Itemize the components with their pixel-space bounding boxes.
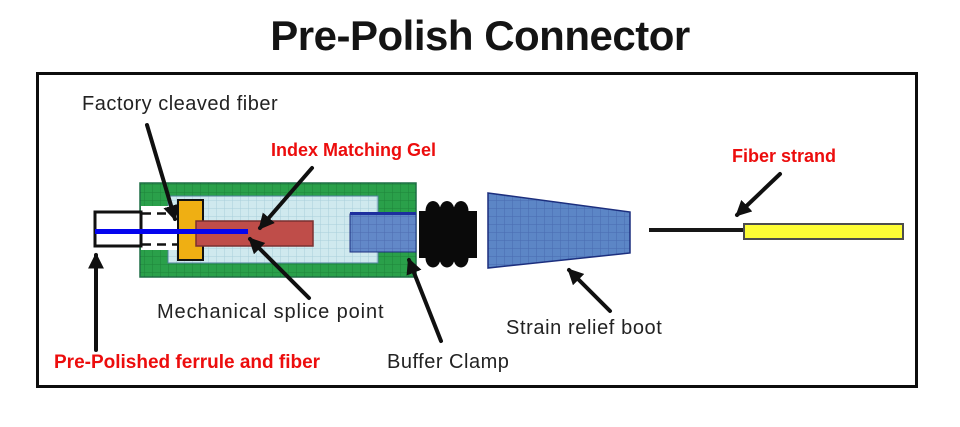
arrow-mechanical-splice-point (248, 237, 311, 300)
label-factory-cleaved-fiber: Factory cleaved fiber (82, 93, 279, 115)
arrow-strain-relief-boot (567, 268, 612, 313)
arrow-fiber-strand (735, 172, 782, 217)
arrow-factory-cleaved-fiber (145, 123, 179, 222)
strain-relief-boot-grid (488, 193, 630, 268)
label-strain-relief-boot: Strain relief boot (506, 317, 663, 339)
page-title: Pre-Polish Connector (270, 12, 690, 59)
label-index-matching-gel: Index Matching Gel (271, 140, 437, 160)
arrow-index-matching-gel (258, 166, 314, 230)
bellows (419, 201, 477, 268)
buffer-clamp-grid (350, 214, 416, 252)
label-pre-polished-ferrule: Pre-Polished ferrule and fiber (54, 352, 321, 373)
arrow-buffer-clamp (406, 257, 443, 343)
fiber-strand-jacket (743, 223, 904, 240)
label-buffer-clamp: Buffer Clamp (387, 351, 510, 373)
label-mechanical-splice-point: Mechanical splice point (157, 301, 385, 323)
fiber-strand-line (649, 228, 745, 232)
fiber-line (95, 229, 248, 234)
label-fiber-strand: Fiber strand (732, 146, 837, 166)
